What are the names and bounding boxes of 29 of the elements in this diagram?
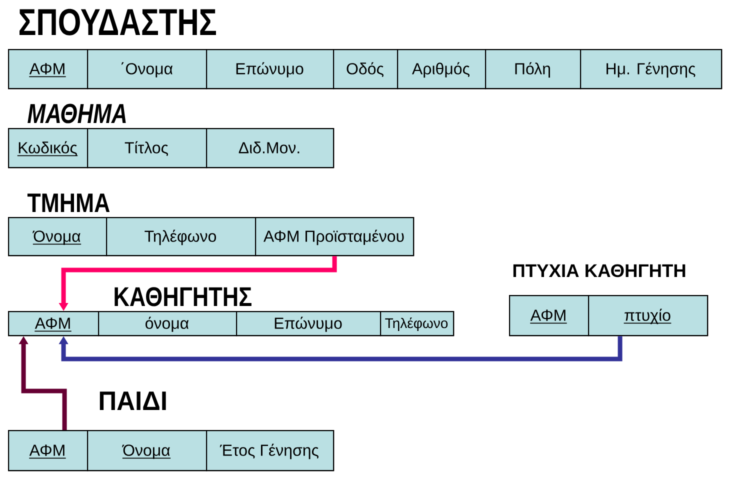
attribute-cell: Επώνυμο [206, 49, 334, 90]
table-title: ΤΜΗΜΑ [27, 194, 110, 212]
table-title: ΜΑΘΗΜΑ [28, 104, 126, 124]
attribute-cell: Τηλέφωνο [380, 311, 454, 336]
attribute-cell: ΑΦΜ [8, 430, 88, 472]
table-title: ΚΑΘΗΓΗΤΗΣ [114, 287, 252, 306]
table-title: ΣΠΟΥΔΑΣΤΗΣ [20, 8, 216, 36]
attribute-cell: Τίτλος [87, 128, 208, 168]
attribute-cell: ΑΦΜ [8, 311, 100, 336]
attribute-cell: Διδ.Μον. [206, 128, 334, 168]
attribute-cell: ΑΦΜ Προϊσταμένου [255, 217, 414, 256]
attribute-cell: Οδός [333, 49, 398, 90]
attribute-cell: όνομα [98, 311, 238, 336]
attribute-cell: πτυχίο [588, 295, 708, 336]
attribute-cell: Επώνυμο [236, 311, 382, 336]
attribute-cell: Ημ. Γένησης [580, 49, 722, 90]
attribute-cell: Αριθμός [397, 49, 486, 90]
attribute-cell: Τηλέφωνο [106, 217, 256, 256]
attribute-cell: ΑΦΜ [8, 49, 88, 90]
table-title: ΠΤΥΧΙΑ ΚΑΘΗΓΗΤΗ [513, 264, 686, 278]
attribute-cell: Κωδικός [8, 128, 88, 168]
attribute-cell: Έτος Γένησης [206, 430, 334, 472]
table-title: ΠΑΙΔΙ [100, 392, 166, 410]
attribute-cell: Πόλη [485, 49, 582, 90]
attribute-cell: ΄Ονομα [87, 49, 208, 90]
attribute-cell: Όνομα [87, 430, 208, 472]
attribute-cell: ΑΦΜ [509, 295, 590, 336]
arrow [58, 336, 622, 362]
attribute-cell: Όνομα [8, 217, 108, 256]
